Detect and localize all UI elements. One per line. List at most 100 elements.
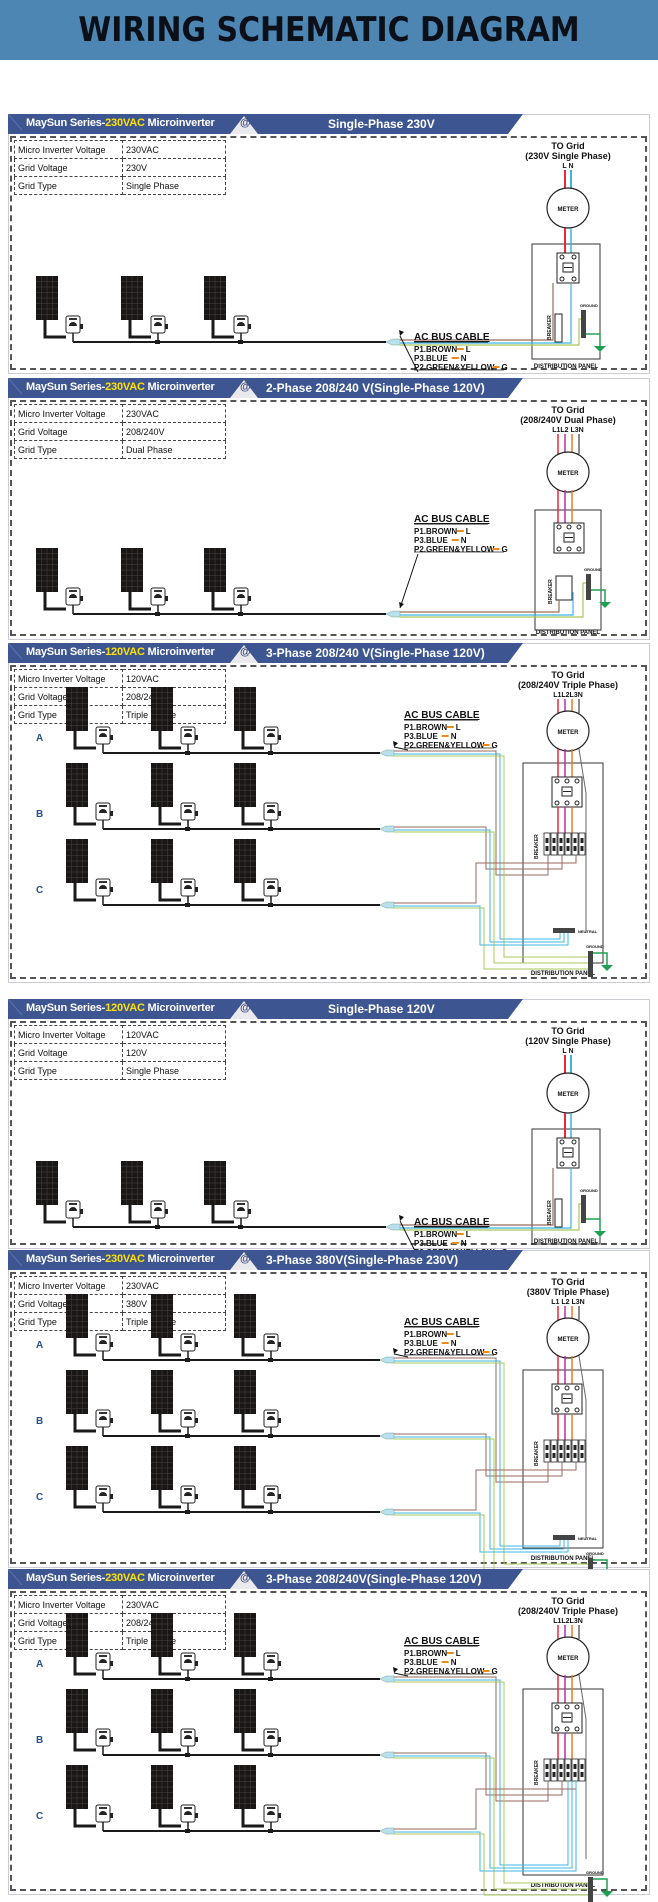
grid-description: (208/240V Triple Phase)	[518, 1606, 618, 1616]
legend-suffix: L	[466, 345, 471, 354]
solar-panel	[66, 1370, 88, 1414]
ground-wire	[586, 333, 601, 346]
grid-description: (208/240V Triple Phase)	[518, 680, 618, 690]
wire-green-g	[394, 1833, 588, 1896]
legend-suffix: N	[461, 1239, 467, 1248]
arrow-head	[393, 741, 398, 747]
branch-breaker	[550, 832, 558, 856]
wire-brown-l	[394, 1462, 577, 1511]
legend-item: P3.BLUE	[404, 1339, 438, 1348]
breaker-label: BREAKER	[547, 1200, 553, 1225]
ground-wire	[593, 1559, 608, 1572]
dc-lead	[158, 883, 181, 902]
dc-lead	[158, 1657, 181, 1676]
legend-item: P1.BROWN	[404, 1330, 447, 1339]
series-prefix: MaySun Series-	[26, 381, 106, 393]
wire-green-g	[394, 1681, 588, 1884]
dc-lead	[241, 1809, 264, 1828]
dc-lead	[158, 807, 181, 826]
series-label: MaySun Series-230VAC Microinverter	[26, 381, 215, 393]
inverter-vac: 230VAC	[105, 1253, 145, 1265]
header-bar-shape	[8, 1250, 523, 1270]
wire-blue-n	[394, 905, 569, 946]
microinverter	[263, 1652, 281, 1671]
header-bar-shape	[8, 643, 523, 663]
legend-item: P1.BROWN	[414, 527, 457, 536]
wire-brown-l	[394, 750, 549, 876]
section-single-phase-230v: MaySun Series-230VAC Microinverter@Singl…	[8, 114, 650, 374]
solar-panel	[234, 839, 256, 883]
legend-suffix: G	[492, 1667, 498, 1676]
wire-blue-n	[400, 1169, 572, 1229]
dc-lead	[158, 1414, 181, 1433]
solar-panel	[234, 687, 256, 731]
meter-label: METER	[558, 1337, 580, 1343]
meter-circle	[546, 451, 590, 493]
microinverter	[263, 726, 281, 745]
ground-icon	[594, 346, 606, 352]
at-symbol: @	[240, 646, 251, 658]
solar-panel	[66, 1689, 88, 1733]
dc-lead	[158, 1733, 181, 1752]
phase-title: 3-Phase 208/240 V(Single-Phase 120V)	[266, 646, 485, 660]
grid-lines-label: L N	[562, 1048, 573, 1055]
phase-title: 3-Phase 380V(Single-Phase 230V)	[266, 1253, 459, 1267]
microinverter	[180, 1333, 198, 1352]
wire-green-g	[400, 582, 586, 618]
row-label-a: A	[36, 1659, 43, 1670]
phase-title: 2-Phase 208/240 V(Single-Phase 120V)	[266, 381, 485, 395]
series-prefix: MaySun Series-	[26, 1253, 106, 1265]
section-header: MaySun Series-230VAC Microinverter@Singl…	[8, 114, 523, 134]
cable-end	[385, 1223, 401, 1231]
microinverter	[180, 1409, 198, 1428]
to-grid-label: TO Grid	[551, 1596, 584, 1606]
microinverter	[180, 1804, 198, 1823]
ac-bus-cable-title: AC BUS CABLE	[414, 1217, 490, 1228]
branch-breaker	[554, 313, 563, 343]
dc-lead	[73, 1338, 96, 1357]
meter-circle	[546, 187, 590, 229]
microinverter	[95, 1485, 113, 1504]
solar-panel	[234, 1765, 256, 1809]
arrow-line	[393, 1672, 409, 1677]
microinverter	[65, 1200, 83, 1219]
wire-blue-n	[394, 1436, 565, 1550]
wiring-diagram: TO Grid(380V Triple Phase)L1 L2 L3NMETER…	[36, 1277, 613, 1584]
microinverter	[95, 1652, 113, 1671]
to-grid-label: TO Grid	[551, 1026, 584, 1036]
ground-label: GROUND	[580, 303, 598, 308]
branch-breaker	[578, 1439, 586, 1463]
microinverter	[65, 587, 83, 606]
dc-lead	[241, 731, 264, 750]
legend-item: P3.BLUE	[414, 1239, 448, 1248]
row-label-b: B	[36, 1735, 43, 1746]
title-banner: WIRING SCHEMATIC DIAGRAM	[0, 0, 658, 60]
neutral-wire	[578, 748, 587, 933]
microinverter	[180, 1652, 198, 1671]
dc-lead	[73, 807, 96, 826]
ac-bus-cable-title: AC BUS CABLE	[414, 514, 490, 525]
ground-wire	[593, 952, 608, 965]
branch-breakers	[543, 1439, 586, 1463]
phase-title: Single-Phase 230V	[328, 117, 435, 131]
section-3-phase-208-240v-120vac: MaySun Series-120VAC Microinverter@3-Pha…	[8, 643, 650, 983]
wire-brown-l	[400, 283, 554, 341]
solar-panel	[66, 687, 88, 731]
legend-item: P2.GREEN&YELLOW	[414, 363, 495, 372]
wire-blue-n	[394, 753, 561, 940]
grid-description: (230V Single Phase)	[525, 151, 611, 161]
cable-end	[379, 825, 395, 833]
microinverter	[150, 587, 168, 606]
diagram-group: TO Grid(208/240V Triple Phase)L1L2L3NMET…	[36, 1596, 618, 1902]
ac-bus-cable-title: AC BUS CABLE	[414, 332, 490, 343]
at-symbol: @	[240, 1253, 251, 1265]
branch-breaker	[555, 575, 573, 601]
row-label-c: C	[36, 885, 43, 896]
legend-item: P1.BROWN	[404, 1649, 447, 1658]
wire-blue-n	[394, 1512, 569, 1553]
legend-item: P3.BLUE	[404, 732, 438, 741]
